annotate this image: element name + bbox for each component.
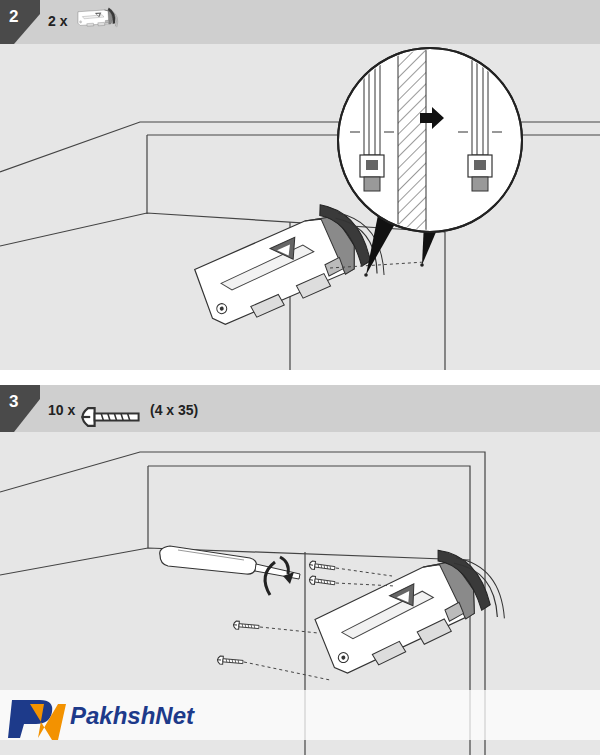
quantity: 10 x	[48, 402, 75, 419]
watermark: PakhshNet	[70, 702, 194, 731]
screw-size: (4 x 35)	[150, 402, 198, 419]
step-number: 3	[9, 392, 18, 412]
step-number: 2	[9, 7, 18, 27]
quantity: 2 x	[48, 13, 67, 30]
